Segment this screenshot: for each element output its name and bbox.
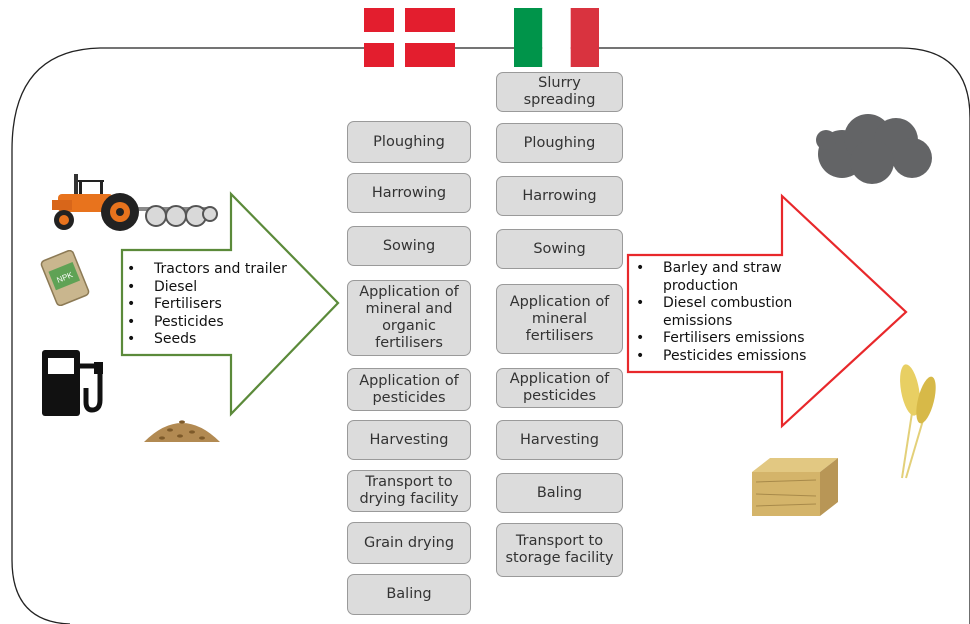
denmark-step: Harvesting [347,420,471,460]
italy-step: Application of mineral fertilisers [496,284,623,354]
input-item: Tractors and trailer [124,261,287,279]
input-item: Fertilisers [124,296,287,314]
italy-step: Transport to storage facility [496,523,623,577]
denmark-step: Sowing [347,226,471,266]
denmark-step: Application of mineral and organic ferti… [347,280,471,356]
output-item: Barley and straw production [633,260,833,295]
denmark-step: Ploughing [347,121,471,163]
cloud-icon [816,114,932,184]
denmark-step: Grain drying [347,522,471,564]
italy-step: Harvesting [496,420,623,460]
input-item: Pesticides [124,314,287,332]
seeds-icon [144,420,220,442]
italy-flag [514,8,599,67]
input-item: Seeds [124,331,287,349]
italy-step: Harrowing [496,176,623,216]
denmark-step: Baling [347,574,471,615]
output-item: Pesticides emissions [633,348,833,366]
italy-step: Baling [496,473,623,513]
fuel-pump-icon [42,350,103,416]
italy-step: Ploughing [496,123,623,163]
input-item: Diesel [124,279,287,297]
inputs-list: Tractors and trailer Diesel Fertilisers … [124,261,287,349]
denmark-flag [364,8,455,67]
denmark-step: Harrowing [347,173,471,213]
output-item: Diesel combustion emissions [633,295,833,330]
italy-step: Slurry spreading [496,72,623,112]
output-item: Fertilisers emissions [633,330,833,348]
straw-bale-icon [752,458,838,516]
italy-step: Application of pesticides [496,368,623,408]
italy-step: Sowing [496,229,623,269]
tractor-icon [52,174,218,231]
denmark-step: Application of pesticides [347,368,471,411]
outputs-list: Barley and straw production Diesel combu… [633,260,833,365]
barley-icon [900,364,936,479]
denmark-step: Transport to drying facility [347,470,471,512]
fertiliser-bag-icon: NPK [40,250,90,306]
